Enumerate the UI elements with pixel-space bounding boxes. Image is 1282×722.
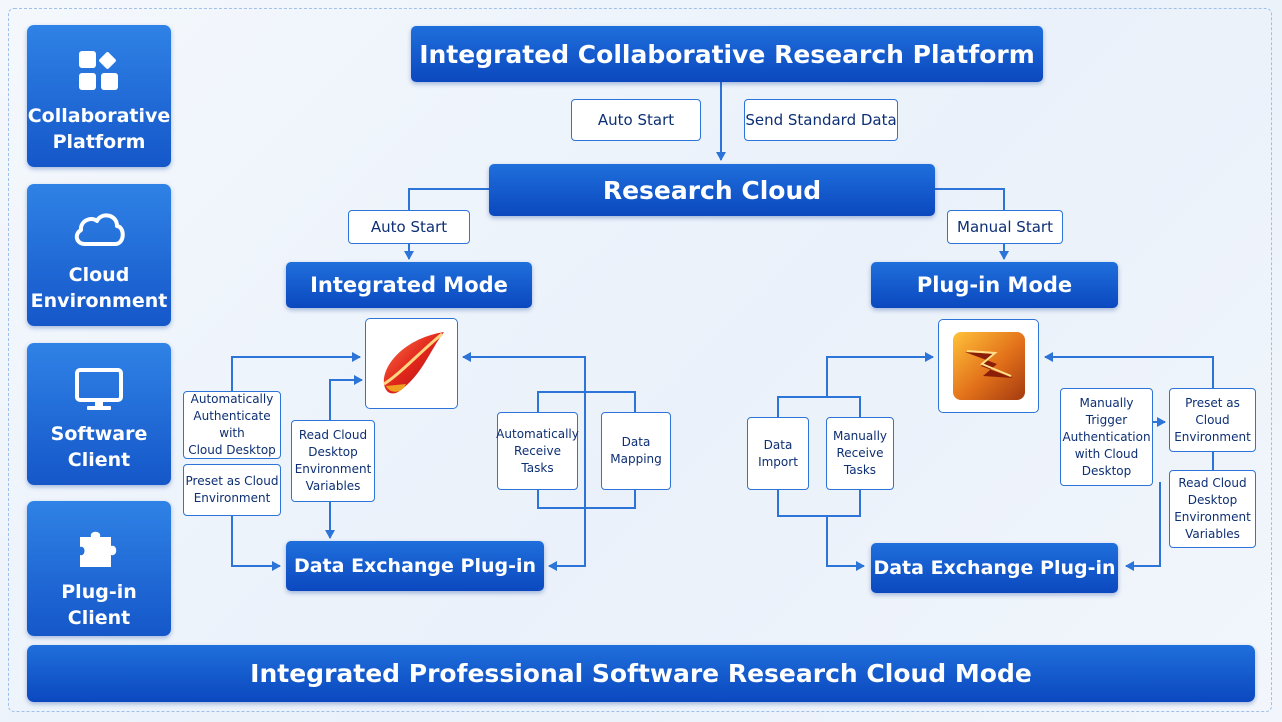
platform-box: Integrated Collaborative Research Platfo… [411, 26, 1043, 82]
grid-icon [27, 49, 171, 93]
manual-receive-tasks-box: Manually Receive Tasks [826, 417, 894, 490]
arrow-right-group-to-app [1044, 352, 1214, 388]
orange-arrow-app-icon [938, 319, 1039, 413]
side-label: Collaborative Platform [27, 105, 171, 153]
line-import-group [777, 396, 861, 417]
left-read-vars-box: Read Cloud Desktop Environment Variables [291, 420, 375, 502]
right-preset-box: Preset as Cloud Environment [1169, 388, 1256, 452]
right-trigger-label: Manual Start [947, 210, 1063, 244]
arrow-group-to-right-app [826, 352, 934, 397]
side-label: Software Client [50, 423, 148, 471]
side-label: Cloud Environment [30, 264, 168, 312]
data-import-box: Data Import [747, 417, 809, 490]
integrated-mode-box: Integrated Mode [286, 262, 532, 308]
side-tile-software-client: Software Client [27, 343, 171, 485]
side-label: Plug-in Client [61, 581, 137, 629]
auto-start-label: Auto Start [571, 99, 701, 141]
plugin-mode-box: Plug-in Mode [871, 262, 1118, 308]
arrow-read-to-app [329, 375, 363, 420]
puzzle-icon [27, 525, 171, 571]
left-trigger-label: Auto Start [348, 210, 470, 244]
arrow-group-to-app [462, 352, 586, 508]
line-receive-group-bottom [537, 490, 636, 509]
line-import-group-bottom [777, 490, 861, 517]
monitor-icon [27, 367, 171, 413]
side-tile-plugin-client: Plug-in Client [27, 501, 171, 636]
red-leaf-app-icon [365, 318, 458, 409]
cloud-icon [27, 208, 171, 250]
side-tile-collaborative-platform: Collaborative Platform [27, 25, 171, 167]
arrow-group-to-plugin [548, 508, 586, 571]
arrow-auth-to-app [231, 352, 361, 392]
diagram-frame [8, 8, 1272, 712]
manual-trigger-auth-box: Manually Trigger Authentication with Clo… [1060, 388, 1153, 486]
auto-receive-tasks-box: Automatically Receive Tasks [496, 412, 579, 490]
arrow-right-read-to-plugin [1125, 482, 1161, 571]
research-cloud-box: Research Cloud [489, 164, 935, 216]
arrow-preset-to-plugin [231, 516, 281, 571]
left-preset-box: Preset as Cloud Environment [183, 464, 281, 516]
data-mapping-box: Data Mapping [601, 412, 671, 490]
arrow-group-to-right-plugin [826, 516, 865, 571]
side-tile-cloud-environment: Cloud Environment [27, 184, 171, 326]
auto-authenticate-box: Automatically Authenticate with Cloud De… [183, 391, 281, 459]
left-data-exchange-plugin-box: Data Exchange Plug-in [286, 541, 544, 591]
line-receive-group [537, 391, 636, 412]
send-standard-data-label: Send Standard Data [744, 99, 898, 141]
right-data-exchange-plugin-box: Data Exchange Plug-in [871, 543, 1118, 593]
footer-banner: Integrated Professional Software Researc… [27, 645, 1255, 702]
right-read-vars-box: Read Cloud Desktop Environment Variables [1169, 470, 1256, 548]
